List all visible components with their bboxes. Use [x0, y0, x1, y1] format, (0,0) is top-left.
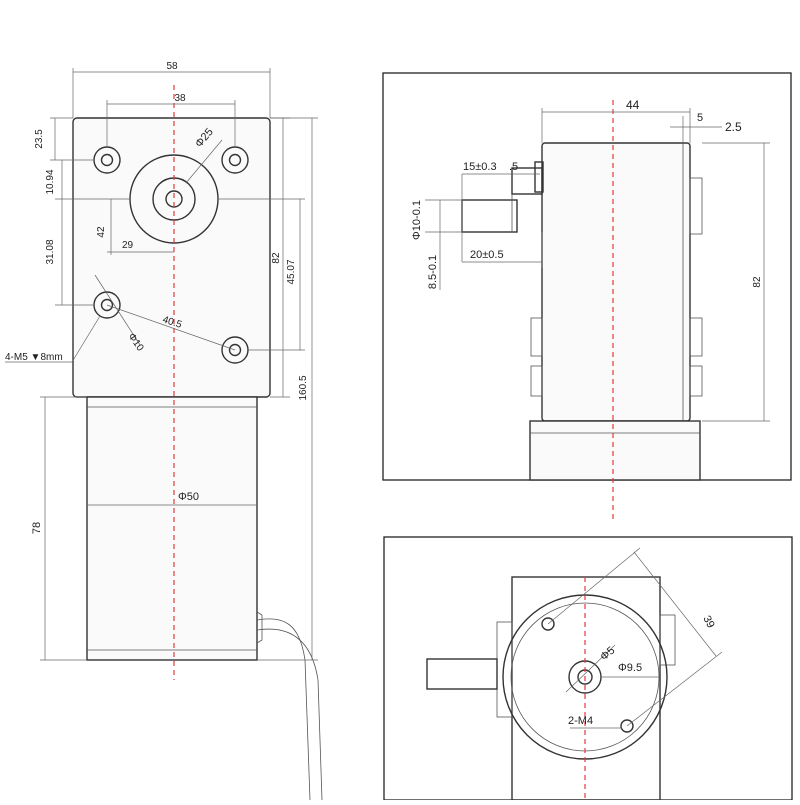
- end-shaft: [426, 658, 498, 690]
- dim-160-5: 160.5: [298, 375, 309, 400]
- motor-cable: [256, 618, 311, 801]
- end-view: 39 Φ5 Φ9.5 2-M4: [383, 536, 793, 801]
- dim-5: 5: [697, 112, 703, 124]
- dim-15-tail: .5: [509, 161, 518, 173]
- dim-20: 20±0.5: [470, 249, 504, 261]
- side-view: 44 5 2.5 15±0.3 .5 Φ10-0.1 8.5-0.1 20±0.…: [382, 72, 792, 520]
- dim-phi9-5: Φ9.5: [618, 662, 642, 674]
- dim-58: 58: [166, 61, 178, 72]
- dim-phi10-shaft: Φ10-0.1: [411, 200, 423, 240]
- left-view: 58 38 23.5 10.94 31.08 42 29 Φ25 82: [5, 61, 323, 801]
- dim-10-94: 10.94: [45, 169, 56, 194]
- dim-8-5: 8.5-0.1: [427, 255, 439, 289]
- dim-82-side: 82: [752, 276, 763, 288]
- dim-phi50: Φ50: [178, 491, 199, 503]
- dim-2-5: 2.5: [725, 120, 742, 134]
- motor-can: [86, 396, 258, 661]
- dim-44: 44: [626, 98, 640, 112]
- dim-23-5: 23.5: [34, 129, 45, 149]
- dim-42: 42: [96, 226, 107, 238]
- dim-45-07: 45.07: [286, 259, 297, 284]
- dim-31-08: 31.08: [45, 239, 56, 264]
- dim-39: 39: [700, 614, 716, 630]
- dim-29: 29: [122, 240, 134, 251]
- end-hole-bottom: [620, 719, 634, 733]
- dim-38: 38: [174, 93, 186, 104]
- dim-82-left: 82: [271, 252, 282, 264]
- dim-78: 78: [31, 522, 43, 534]
- end-hole-top: [541, 617, 555, 631]
- side-gearbox: [541, 142, 691, 422]
- thread-note-2-m4: 2-M4: [568, 715, 593, 727]
- thread-note-4-m5: 4-M5 ▼8mm: [5, 352, 63, 363]
- dim-phi5: Φ5: [598, 645, 617, 664]
- side-motor: [529, 420, 701, 481]
- dim-15: 15±0.3: [463, 161, 497, 173]
